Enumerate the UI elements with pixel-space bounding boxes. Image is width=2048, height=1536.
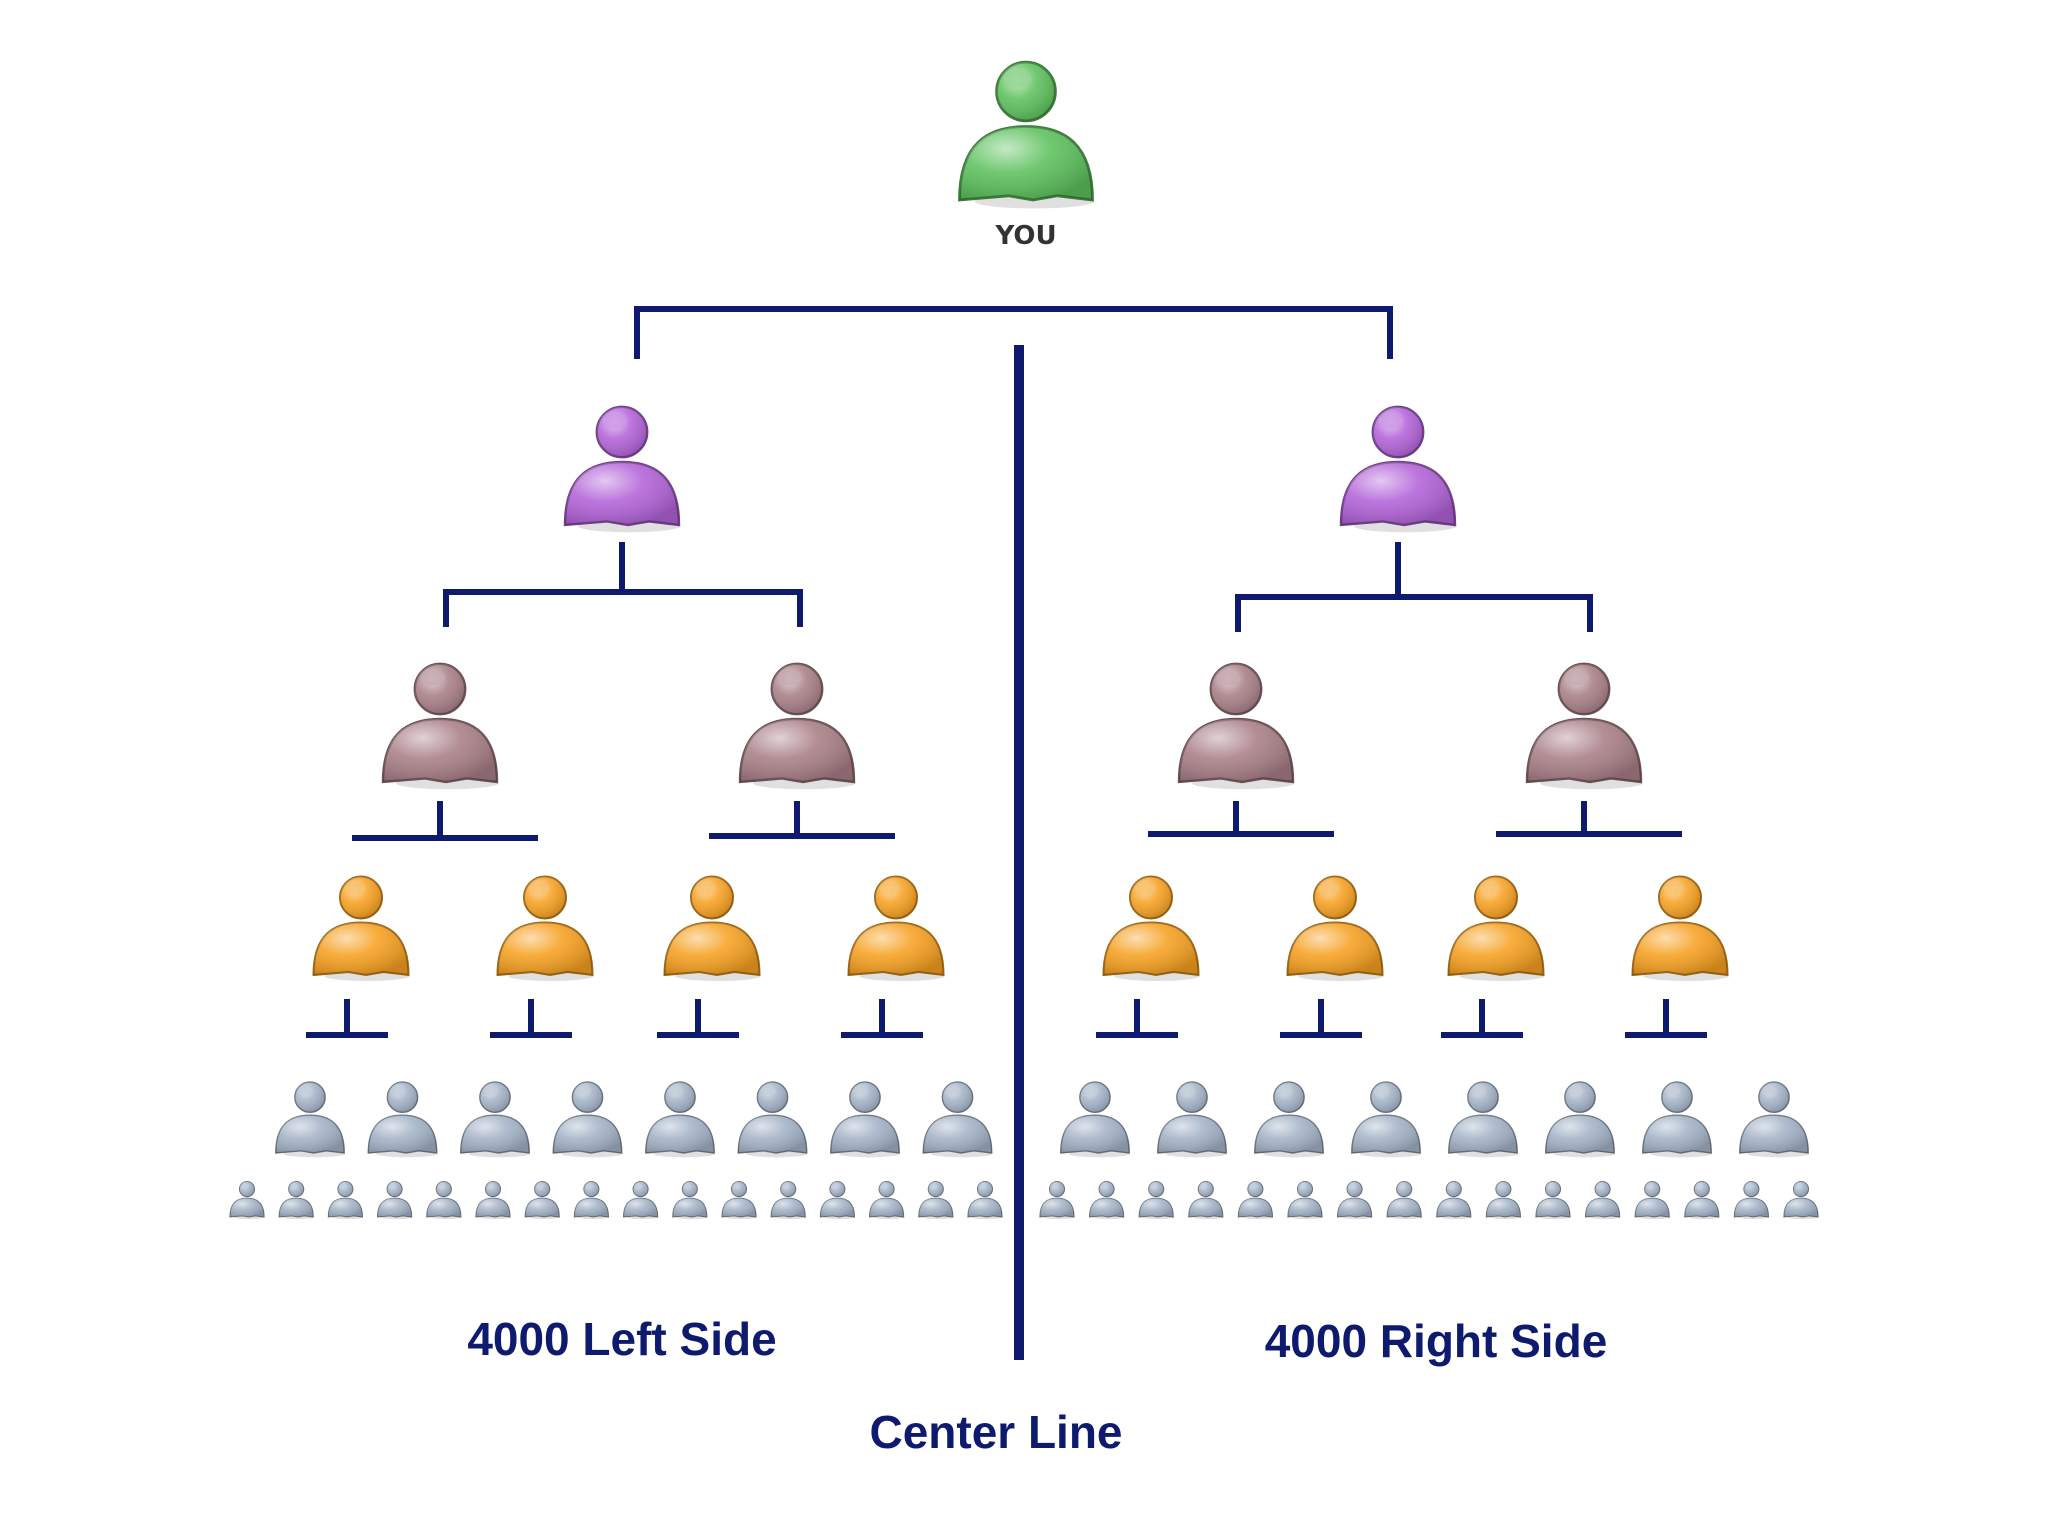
person-icon: [573, 1181, 610, 1220]
person-icon: [1339, 405, 1457, 533]
person-icon: [1237, 1181, 1274, 1220]
person-icon: [1733, 1181, 1770, 1220]
tree-connectors: [306, 306, 1707, 1038]
person-icon: [312, 875, 410, 981]
person-icon: [381, 662, 499, 790]
person-icon: [1447, 875, 1545, 981]
person-icon: [847, 875, 945, 981]
right-side-label: 4000 Right Side: [1265, 1315, 1608, 1367]
person-icon: [1138, 1181, 1174, 1220]
person-icon: [1739, 1081, 1810, 1158]
person-icon: [721, 1181, 757, 1220]
person-icon: [475, 1181, 511, 1220]
person-icon: [460, 1081, 531, 1158]
person-icon: [958, 60, 1095, 209]
person-icon: [426, 1181, 462, 1220]
person-icon: [672, 1181, 708, 1220]
person-icon: [1336, 1181, 1373, 1220]
person-icon: [327, 1181, 364, 1220]
person-icon: [1642, 1081, 1713, 1158]
you-label: YOU: [994, 221, 1056, 251]
person-icon: [645, 1081, 716, 1158]
person-icon: [524, 1181, 560, 1220]
person-icon: [1535, 1181, 1571, 1220]
person-icon: [552, 1081, 623, 1158]
person-icon: [737, 1081, 808, 1158]
center-line-label: Center Line: [869, 1406, 1122, 1458]
person-icon: [1177, 662, 1295, 790]
person-icon: [367, 1081, 438, 1158]
person-icon: [1188, 1181, 1224, 1220]
person-icon: [770, 1181, 806, 1220]
person-icon: [275, 1081, 346, 1158]
person-icon: [663, 875, 761, 981]
person-icon: [1351, 1081, 1422, 1158]
person-icon: [496, 875, 594, 981]
person-icon: [922, 1081, 993, 1158]
person-icon: [1525, 662, 1643, 790]
person-icon: [1254, 1081, 1325, 1158]
person-icon: [1783, 1181, 1819, 1220]
person-icon: [918, 1181, 954, 1220]
person-icon: [1684, 1181, 1720, 1220]
person-icon: [1102, 875, 1200, 981]
tree-members: [229, 60, 1819, 1220]
person-icon: [1448, 1081, 1519, 1158]
person-icon: [868, 1181, 905, 1220]
person-icon: [1584, 1181, 1621, 1220]
person-icon: [1485, 1181, 1522, 1220]
person-icon: [1436, 1181, 1472, 1220]
person-icon: [1157, 1081, 1228, 1158]
person-icon: [1060, 1081, 1131, 1158]
person-icon: [1088, 1181, 1125, 1220]
person-icon: [830, 1081, 901, 1158]
person-icon: [1287, 1181, 1323, 1220]
person-icon: [563, 405, 681, 533]
person-icon: [622, 1181, 659, 1220]
person-icon: [819, 1181, 856, 1220]
person-icon: [1634, 1181, 1670, 1220]
person-icon: [1386, 1181, 1422, 1220]
person-icon: [1286, 875, 1384, 981]
left-side-label: 4000 Left Side: [467, 1313, 776, 1365]
person-icon: [967, 1181, 1003, 1220]
person-icon: [229, 1181, 265, 1220]
person-icon: [738, 662, 856, 790]
person-icon: [1631, 875, 1729, 981]
person-icon: [376, 1181, 413, 1220]
person-icon: [278, 1181, 314, 1220]
person-icon: [1545, 1081, 1616, 1158]
person-icon: [1039, 1181, 1075, 1220]
